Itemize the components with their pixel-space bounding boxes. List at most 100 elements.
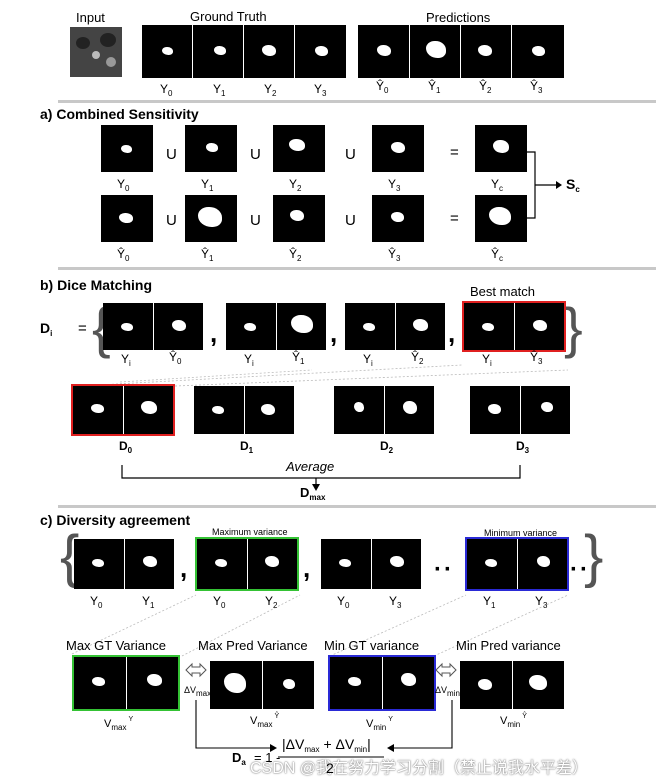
a-row2-mask-3-mask (391, 212, 404, 222)
dice-pair-1-label-b-symbol: Ŷ (292, 350, 301, 364)
gt-label-0: Y0 (160, 83, 172, 100)
a-row1-mask-2-mask (289, 139, 305, 151)
formula-dv-max-sub: max (304, 745, 320, 754)
dice-d-3-left (470, 386, 520, 434)
a-row1-label-2: Y2 (289, 178, 301, 195)
a-row1-label-1-subscript: 1 (209, 184, 214, 193)
div-pair-2-label-b-symbol: Y (389, 594, 398, 608)
vmax-yhat-label-subscript: max (257, 720, 273, 729)
dice-d-0 (71, 384, 175, 436)
a-row2-label-2-symbol: Ŷ (289, 247, 298, 261)
union-symbol-4: U (250, 212, 261, 229)
dice-d-label-0-subscript: 0 (127, 446, 133, 455)
input-ct-image (70, 27, 122, 77)
a-row1-mask-3-mask (391, 142, 405, 153)
div-pair-2-right-mask (390, 556, 404, 567)
div-ellipsis-0: ·· (434, 556, 454, 583)
gt-label-2: Y2 (264, 83, 276, 100)
max-pred-pair-left-mask (224, 673, 246, 693)
max-gt-pair-left (74, 657, 126, 709)
a-row2-label-3-symbol: Ŷ (388, 247, 397, 261)
div-pair-3-left-mask (485, 559, 497, 567)
a-row1-label-2-symbol: Y (289, 177, 298, 191)
a-row2-label-0-symbol: Ŷ (117, 247, 126, 261)
div-pair-3-right (517, 539, 568, 589)
dice-d-3 (470, 386, 570, 434)
div-pair-3-label-a-subscript: 1 (491, 601, 496, 610)
equals-symbol-2: = (450, 210, 459, 227)
dice-pair-0-label-b-symbol: Ŷ (169, 350, 178, 364)
div-comma-1: , (303, 553, 311, 583)
sc-symbol: S (566, 176, 576, 192)
di-subscript: i (50, 329, 53, 338)
vmax-y-label-subscript: max (111, 723, 127, 732)
dice-pair-0-left-mask (121, 323, 133, 331)
dice-pair-0-label-b-subscript: 0 (177, 357, 182, 366)
div-pair-0-label-b-symbol: Y (142, 594, 151, 608)
dice-d-label-0-symbol: D (119, 439, 128, 453)
dice-d-1 (194, 386, 294, 434)
dice-pair-0-right-mask (172, 320, 186, 331)
div-pair-0 (74, 539, 174, 589)
div-pair-3-label-b-subscript: 3 (543, 601, 548, 610)
dmax-subscript: max (309, 493, 326, 502)
div-pair-1-label-a-subscript: 0 (221, 601, 226, 610)
a-row2-label-1: Ŷ1 (201, 248, 213, 265)
dice-pair-2-left (345, 303, 395, 350)
a-row1-mask-1 (185, 125, 237, 172)
pred-label-1-symbol: Ŷ (428, 79, 437, 93)
dice-pair-0-left (103, 303, 153, 350)
dice-d-0-right-mask (141, 401, 157, 414)
dice-pair-3-label-a-symbol: Y (482, 352, 491, 366)
da-equals: = 1 - (254, 750, 281, 765)
max-pred-pair-left (210, 661, 262, 709)
a-row2-mask-3 (372, 195, 424, 242)
a-row1-label-4-symbol: Y (491, 177, 500, 191)
dice-pair-3-label-b: Ŷ3 (530, 351, 542, 368)
a-row1-label-3: Y3 (388, 178, 400, 195)
min-gt-pair-right (382, 657, 435, 709)
dv-max-subscript: max (196, 689, 212, 698)
div-pair-1-label-a: Y0 (213, 595, 225, 612)
div-pair-1-right-mask (265, 556, 279, 567)
dice-d-1-right (244, 386, 295, 434)
dv-max-label: ΔVmax (184, 684, 211, 700)
dv-min-subscript: min (447, 689, 460, 698)
dice-pair-0-label-b: Ŷ0 (169, 351, 181, 368)
dice-pair-1-left-mask (244, 323, 256, 331)
dice-pair-3-right-mask (533, 320, 547, 331)
dice-pair-2-left-mask (363, 323, 375, 331)
min-gt-pair-left-mask (348, 677, 361, 686)
a-row1-mask-1-mask (206, 143, 218, 152)
sc-subscript: c (575, 185, 580, 194)
dice-pair-1-label-a-subscript: i (252, 359, 254, 368)
min-pred-pair-left-mask (478, 679, 492, 690)
a-row2-label-2-subscript: 2 (297, 254, 302, 263)
gt-label-1-symbol: Y (213, 82, 222, 96)
dice-pair-0-label-a-symbol: Y (121, 352, 130, 366)
min-gt-pair-right-mask (401, 673, 416, 686)
vmin-y-label-subscript: min (373, 723, 387, 732)
min-pred-pair-left (460, 661, 512, 709)
dice-pair-1-label-b: Ŷ1 (292, 351, 304, 368)
a-row2-label-4-symbol: Ŷ (491, 247, 500, 261)
gt-label-3-subscript: 3 (322, 89, 327, 98)
a-row1-mask-0 (101, 125, 153, 172)
div-comma-0: , (180, 553, 188, 583)
dice-d-0-left-mask (91, 404, 104, 413)
div-pair-1-right (247, 539, 298, 589)
dice-d-2 (334, 386, 434, 434)
div-pair-0-label-a-subscript: 0 (98, 601, 103, 610)
dice-pair-3-right (514, 303, 565, 350)
dice-d-label-0: D0 (119, 440, 132, 457)
min-pred-pair-right-mask (529, 675, 547, 690)
a-row1-mask-3 (372, 125, 424, 172)
a-row1-mask-0-mask (121, 145, 132, 153)
dice-pair-2-label-b-subscript: 2 (419, 357, 424, 366)
pred-label-1-subscript: 1 (436, 86, 441, 95)
union-symbol-1: U (250, 146, 261, 163)
vmax-y-label-superscript: Y (128, 716, 134, 723)
da-symbol: D (232, 750, 242, 765)
div-pair-2-right (371, 539, 422, 589)
dice-d-0-right (123, 386, 174, 434)
